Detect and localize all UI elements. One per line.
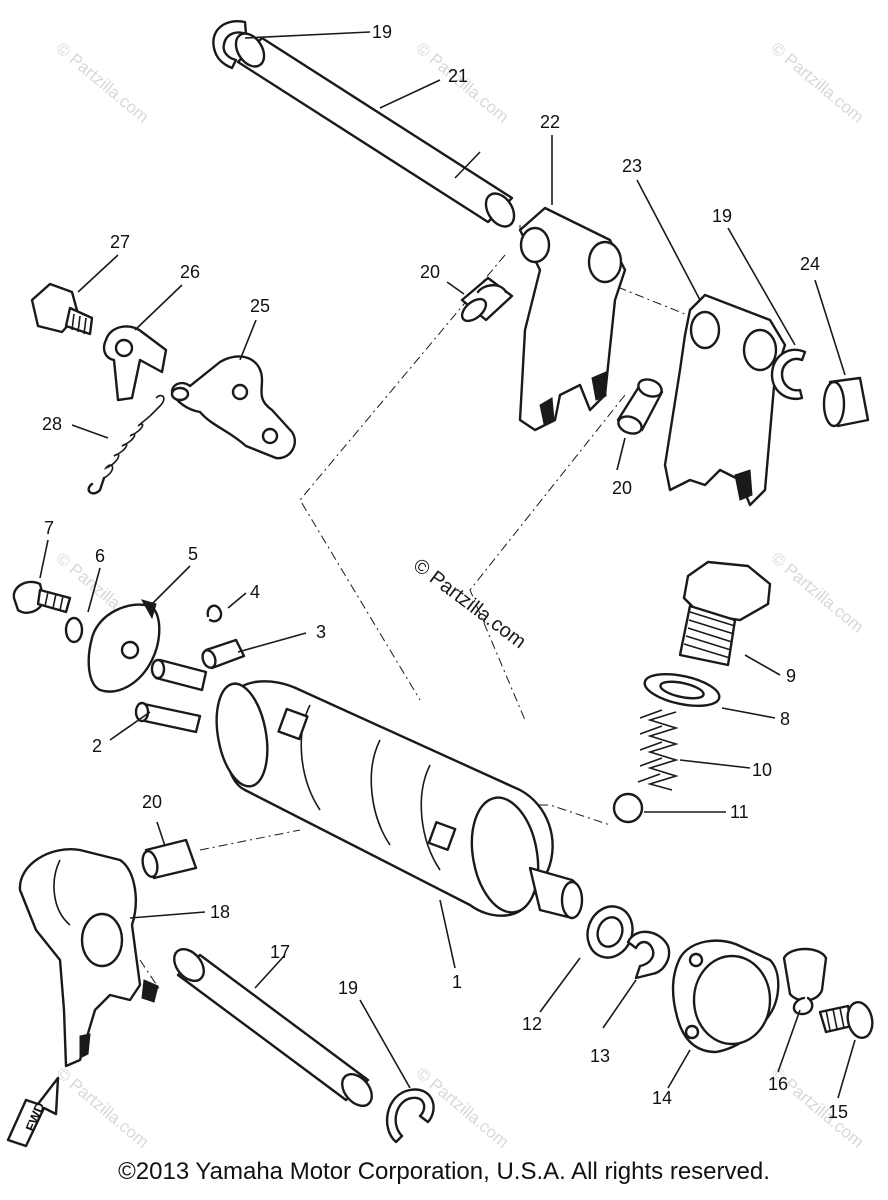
washer-12	[586, 905, 634, 959]
callout-20: 20	[612, 478, 632, 498]
circlip-lower	[385, 1088, 435, 1144]
neutral-switch-cover-14	[671, 939, 780, 1054]
callout-24: 24	[800, 254, 820, 274]
shift-fork-23	[663, 293, 787, 507]
center-watermark: © Partzilla.com	[409, 554, 530, 653]
screw-15	[818, 1001, 874, 1039]
callout-5: 5	[188, 544, 198, 564]
callout-1: 1	[452, 972, 462, 992]
callout-17: 17	[270, 942, 290, 962]
callout-21: 21	[448, 66, 468, 86]
leader-lines	[39, 31, 856, 1099]
circlip-13	[626, 930, 671, 980]
forward-direction-arrow: FWD	[6, 1076, 60, 1148]
watermark: © Partzilla.com	[767, 39, 867, 127]
stopper-lever-25	[170, 355, 297, 460]
callout-3: 3	[316, 622, 326, 642]
callout-13: 13	[590, 1046, 610, 1066]
callout-14: 14	[652, 1088, 672, 1108]
callout-26: 26	[180, 262, 200, 282]
callout-9: 9	[786, 666, 796, 686]
callout-2: 2	[92, 736, 102, 756]
shift-fork-shaft-lower	[173, 948, 373, 1107]
callout-4: 4	[250, 582, 260, 602]
callout-10: 10	[752, 760, 772, 780]
circlip-top	[212, 20, 248, 70]
shift-fork-18	[18, 848, 159, 1068]
spring-28	[87, 394, 165, 495]
spring-10	[637, 709, 679, 791]
roller-20-mid	[616, 378, 664, 435]
callout-28: 28	[42, 414, 62, 434]
callout-12: 12	[522, 1014, 542, 1034]
washer-6	[64, 616, 84, 644]
lock-washer-26	[102, 325, 168, 402]
callout-23: 23	[622, 156, 642, 176]
shaft-end-cap	[822, 376, 870, 428]
callout-22: 22	[540, 112, 560, 132]
ball-11	[612, 792, 644, 824]
callout-27: 27	[110, 232, 130, 252]
callout-7: 7	[44, 518, 54, 538]
shift-fork-22	[518, 206, 627, 432]
circlip-right	[770, 348, 807, 401]
shift-drum-1	[215, 680, 584, 920]
callout-16: 16	[768, 1074, 788, 1094]
bolt-27	[30, 282, 94, 336]
callout-19: 19	[712, 206, 732, 226]
circlip-4	[206, 604, 223, 623]
segment-plate-5	[87, 599, 161, 693]
callout-20: 20	[420, 262, 440, 282]
shift-fork-shaft-upper	[234, 32, 516, 228]
callout-11: 11	[730, 802, 749, 822]
gasket-8	[643, 672, 721, 708]
pin-3	[201, 638, 246, 670]
watermark: © Partzilla.com	[52, 1064, 152, 1152]
callout-15: 15	[828, 1102, 848, 1122]
roller-20-upper	[460, 276, 514, 323]
watermark: © Partzilla.com	[52, 39, 152, 127]
bolt-7	[12, 580, 72, 614]
callout-8: 8	[780, 709, 790, 729]
callout-18: 18	[210, 902, 230, 922]
lead-wire-holder-16	[782, 947, 828, 1016]
plug-bolt-9	[678, 560, 772, 667]
pins-2	[134, 658, 208, 734]
copyright-notice: ©2013 Yamaha Motor Corporation, U.S.A. A…	[118, 1158, 770, 1185]
callout-19: 19	[338, 978, 358, 998]
callout-19: 19	[372, 22, 392, 42]
callout-20: 20	[142, 792, 162, 812]
callout-6: 6	[95, 546, 105, 566]
callout-labels: 19 21 22 23 19 24 27 26 25 20 28 20 7 6 …	[42, 22, 848, 1122]
roller-20-lower	[141, 838, 198, 880]
watermark: © Partzilla.com	[767, 549, 867, 637]
callout-25: 25	[250, 296, 270, 316]
